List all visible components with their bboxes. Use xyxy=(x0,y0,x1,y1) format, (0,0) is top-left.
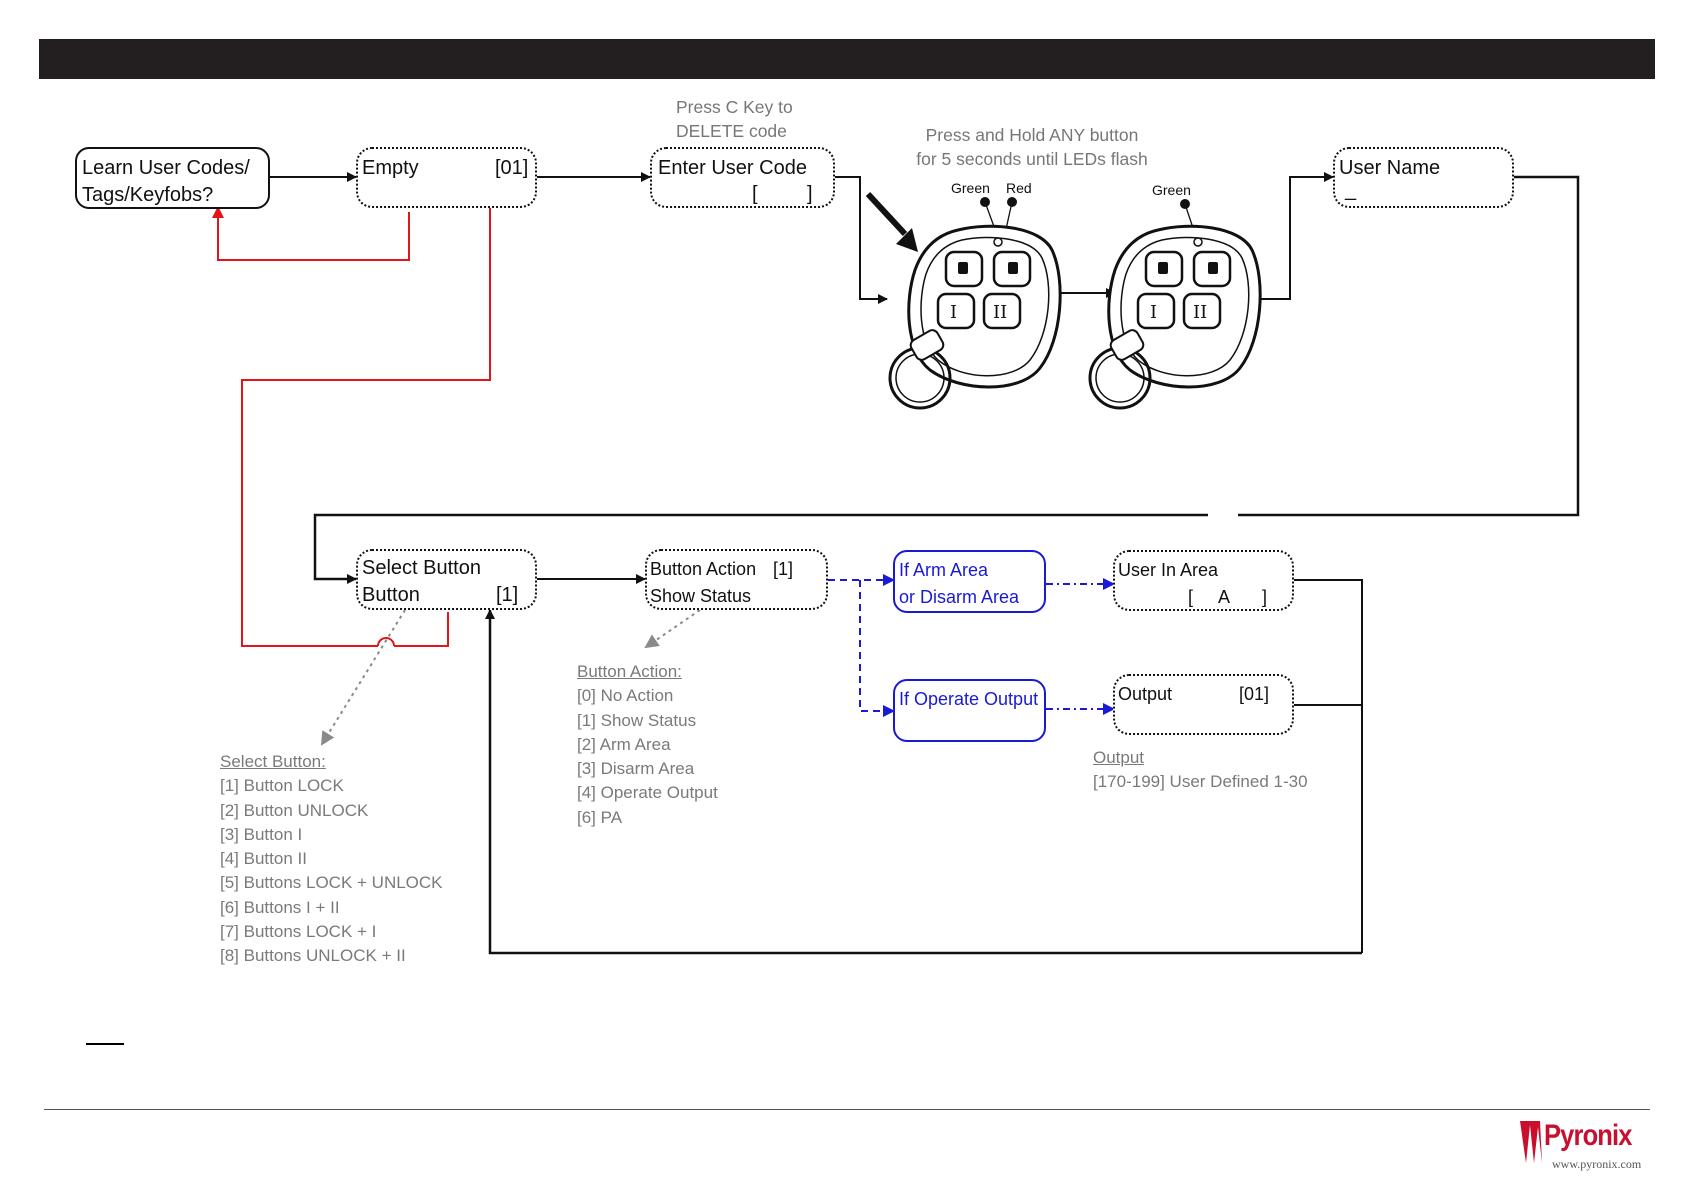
line-userarea-return xyxy=(1294,579,1363,953)
operate-output-label: If Operate Output xyxy=(899,689,1039,709)
user-name-label: User Name xyxy=(1339,157,1441,179)
operate-output-box: If Operate Output xyxy=(893,679,1046,742)
arm-area-line1: If Arm Area xyxy=(899,560,989,580)
header-bar xyxy=(39,39,1655,79)
select-button-note: Select Button: [1] Button LOCK [2] Butto… xyxy=(220,750,443,969)
list-item: [2] Button UNLOCK xyxy=(220,800,369,820)
button-action-note: Button Action: [0] No Action [1] Show St… xyxy=(577,660,718,830)
short-rule xyxy=(86,1043,124,1045)
red-hop xyxy=(377,637,395,647)
list-item: [1] Button LOCK xyxy=(220,776,344,796)
pointer-select-note xyxy=(320,609,406,746)
keyfob-left-illustration: I II xyxy=(888,197,1062,410)
enter-code-label: Enter User Code xyxy=(658,157,807,179)
red-path-empty-to-select xyxy=(241,208,491,647)
learn-user-codes-box: Learn User Codes/ Tags/Keyfobs? xyxy=(75,147,270,209)
keyfob-right-illustration: I II xyxy=(1088,199,1262,410)
press-hold-line1: Press and Hold ANY button xyxy=(925,125,1139,145)
svg-text:I: I xyxy=(950,302,957,323)
red-path-end xyxy=(394,612,449,647)
button-action-note-title: Button Action: xyxy=(577,662,682,681)
learn-line2: Tags/Keyfobs? xyxy=(82,184,214,206)
button-action-line1: Button Action xyxy=(650,559,757,579)
code-bracket-close: ] xyxy=(807,183,813,205)
list-item: [6] Buttons I + II xyxy=(220,897,340,917)
press-c-line2: DELETE code xyxy=(676,121,787,141)
list-item: [3] Disarm Area xyxy=(577,759,695,779)
button-action-line2: Show Status xyxy=(650,586,752,606)
list-item: [7] Buttons LOCK + I xyxy=(220,922,377,942)
user-in-area-box: User In Area [ A ] xyxy=(1113,550,1294,611)
logo-url: www.pyronix.com xyxy=(1552,1157,1642,1171)
output-box: Output [01] xyxy=(1113,674,1294,735)
led-green-dot-right xyxy=(1180,199,1190,209)
empty-box: Empty [01] xyxy=(356,147,537,208)
line-username-to-select xyxy=(1238,175,1580,517)
press-hold-note: Press and Hold ANY button for 5 seconds … xyxy=(912,125,1152,170)
led-red-dot xyxy=(1007,197,1017,207)
select-button-line1: Select Button xyxy=(362,557,481,579)
code-bracket-open: [ xyxy=(752,183,758,205)
output-note-title: Output xyxy=(1093,748,1145,767)
list-item: [1] Show Status xyxy=(577,710,697,730)
svg-text:II: II xyxy=(993,302,1007,323)
button-action-value: [1] xyxy=(773,559,794,579)
pointer-action-note xyxy=(644,609,701,649)
led-green-label: Green xyxy=(951,180,990,196)
red-return-empty xyxy=(212,206,410,261)
arrow-into-select xyxy=(313,513,1208,584)
select-button-line2: Button xyxy=(362,584,420,606)
arrow-keyfob-to-username xyxy=(1245,172,1334,300)
empty-label: Empty xyxy=(362,157,419,179)
list-item: [170-199] User Defined 1-30 xyxy=(1093,772,1308,792)
select-button-box: Select Button Button [1] xyxy=(356,549,537,610)
svg-text:I: I xyxy=(1150,302,1157,323)
list-item: [0] No Action xyxy=(577,686,674,706)
button-action-box: Button Action [1] Show Status xyxy=(645,549,828,610)
press-hold-line2: for 5 seconds until LEDs flash xyxy=(916,149,1148,169)
arrow-loop-back xyxy=(485,609,1362,955)
user-name-box: User Name _ xyxy=(1333,147,1514,208)
list-item: [4] Button II xyxy=(220,849,307,869)
output-note: Output [170-199] User Defined 1-30 xyxy=(1093,746,1308,795)
led-green-dot xyxy=(980,197,990,207)
select-button-value: [1] xyxy=(496,584,519,606)
area-bracket-open: [ xyxy=(1188,587,1194,607)
enter-user-code-box: Enter User Code [ ] xyxy=(650,147,835,208)
led-red-label: Red xyxy=(1006,180,1032,196)
output-value: [01] xyxy=(1239,684,1270,704)
led-green-label-right: Green xyxy=(1152,182,1191,198)
select-button-note-title: Select Button: xyxy=(220,752,326,771)
list-item: [8] Buttons UNLOCK + II xyxy=(220,946,406,966)
pyronix-flame-icon xyxy=(1520,1121,1542,1163)
list-item: [3] Button I xyxy=(220,824,303,844)
empty-value: [01] xyxy=(495,157,529,179)
blue-to-operate-output xyxy=(859,580,895,717)
area-bracket-close: ] xyxy=(1262,587,1268,607)
learn-line1: Learn User Codes/ xyxy=(82,157,250,179)
svg-text:II: II xyxy=(1193,302,1207,323)
logo-brand: Pyronix xyxy=(1544,1119,1632,1152)
press-c-line1: Press C Key to xyxy=(676,97,793,117)
area-letter: A xyxy=(1218,587,1231,607)
arm-area-box: If Arm Area or Disarm Area xyxy=(893,550,1046,613)
user-in-area-label: User In Area xyxy=(1118,560,1219,580)
press-arrow xyxy=(865,191,908,237)
press-c-note: Press C Key to DELETE code xyxy=(676,97,793,142)
list-item: [5] Buttons LOCK + UNLOCK xyxy=(220,873,443,893)
footer-rule xyxy=(44,1109,1650,1110)
list-item: [4] Operate Output xyxy=(577,783,718,803)
output-label: Output xyxy=(1118,684,1173,704)
pyronix-logo: Pyronix www.pyronix.com xyxy=(1512,1113,1660,1177)
list-item: [6] PA xyxy=(577,807,623,827)
list-item: [2] Arm Area xyxy=(577,734,671,754)
user-name-cursor: _ xyxy=(1345,179,1357,201)
arm-area-line2: or Disarm Area xyxy=(899,587,1020,607)
arrow-code-to-keyfob xyxy=(835,176,888,304)
press-arrow-head xyxy=(896,228,918,252)
